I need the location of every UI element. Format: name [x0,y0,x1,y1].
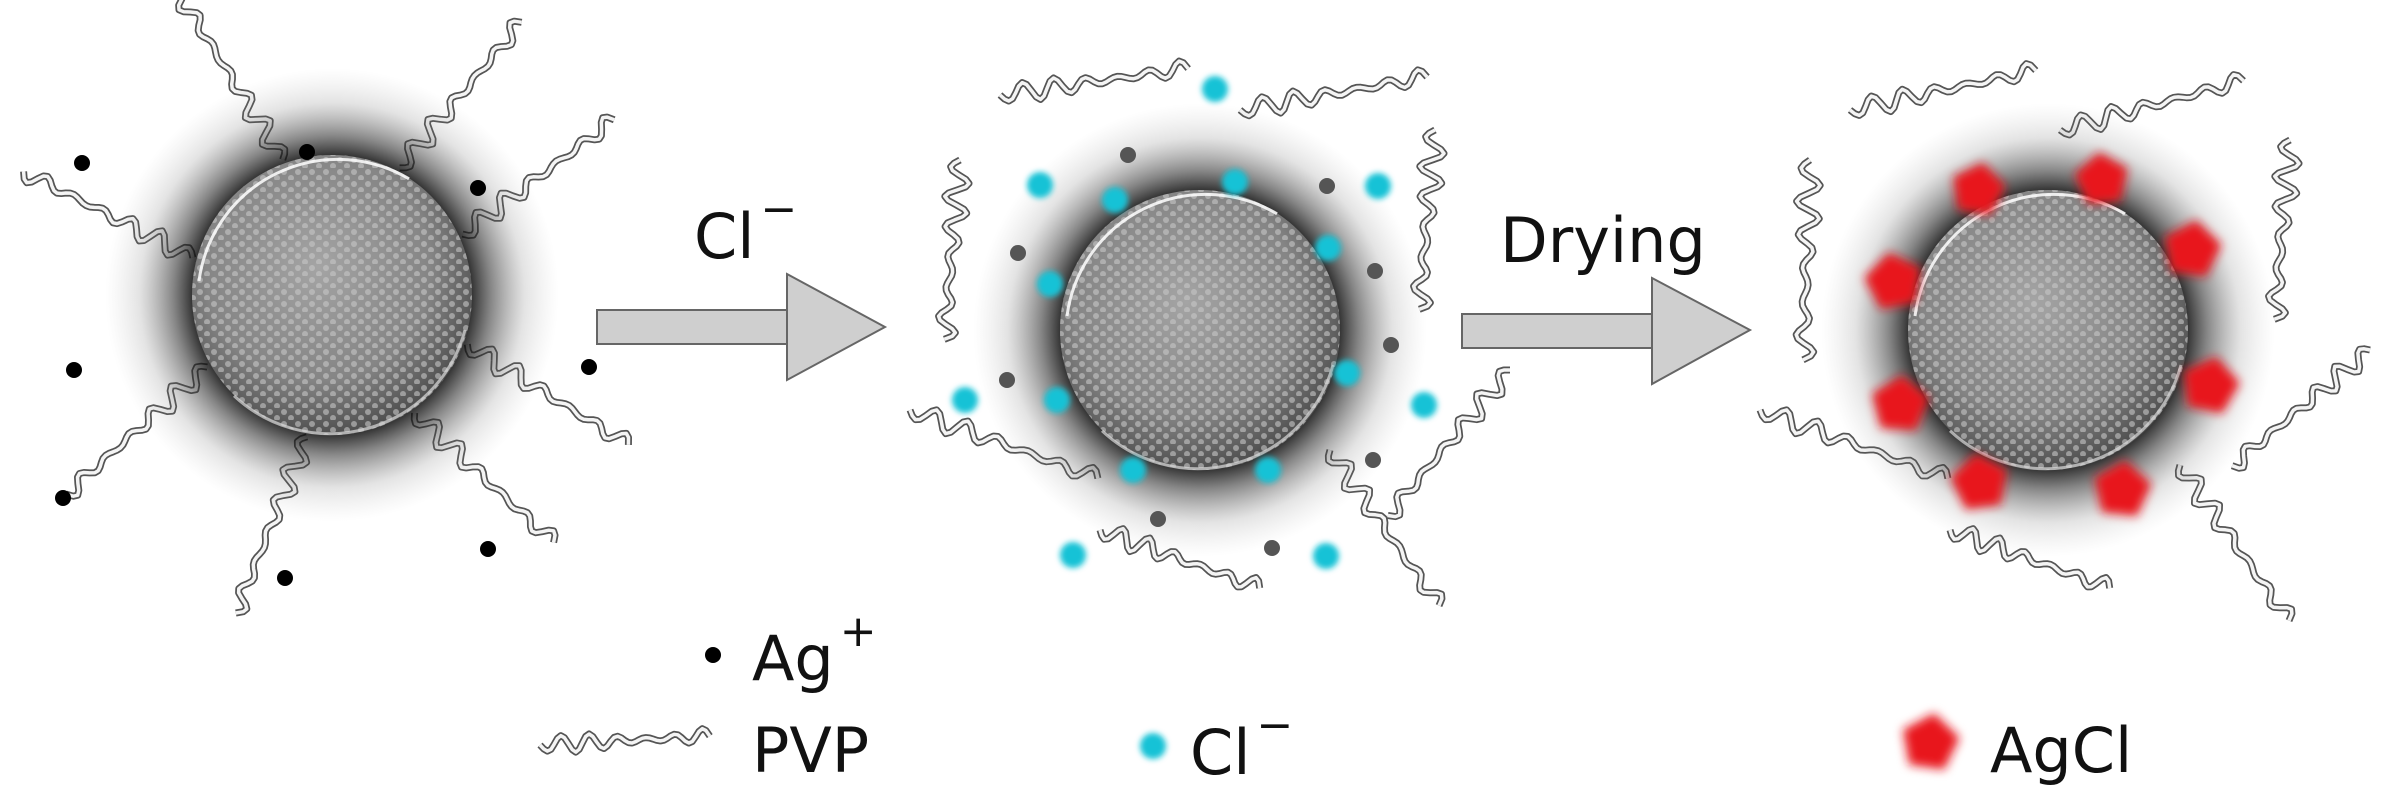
chloride-ion [1037,271,1063,297]
arrow-1-label-sup: − [760,184,798,235]
arrow-2-head [1651,276,1753,386]
particle-rim-highlight [1065,192,1278,317]
chloride-ion [1313,543,1339,569]
silver-ion [1365,452,1381,468]
silver-ion [480,541,496,557]
chloride-ion [1411,392,1437,418]
legend-cl-sup: − [1256,700,1294,751]
agcl-crystal [2094,460,2152,516]
legend-pvp-text: PVP [752,714,870,787]
legend [537,647,1960,770]
silver-ion [1319,178,1335,194]
agcl-crystal [2074,152,2128,205]
agcl-crystal [1950,453,2007,510]
agcl-crystal [2184,356,2240,414]
agcl-crystal [1864,252,1921,309]
pvp-chain-highlight [2266,138,2301,321]
agcl-crystal [1872,375,1930,431]
silver-ion [74,155,90,171]
particle-lattice [1908,190,2188,470]
particle-lattice [192,155,472,435]
particle-rim-highlight [1100,364,1335,471]
silver-ion [55,490,71,506]
silver-ion [999,372,1015,388]
silver-ion [581,359,597,375]
pvp-chain-highlight [1794,158,1822,362]
arrow-2-label-text: Drying [1500,204,1706,277]
particle-lattice [1060,190,1340,470]
legend-ag-text: Ag [752,622,834,695]
chloride-ion [1120,457,1146,483]
panel-initial-particle [20,0,632,617]
arrow-1-head [786,272,888,382]
chloride-ion [1102,187,1128,213]
chloride-ion [1365,173,1391,199]
silver-ion [1367,263,1383,279]
chloride-ion [1027,172,1053,198]
silver-ion [1120,147,1136,163]
legend-pvp-label: PVP [752,720,869,782]
pvp-chain-highlight [998,59,1190,103]
particle-rim-highlight [232,329,467,436]
pvp-chain-highlight [1848,61,2038,118]
arrow-2-label: Drying [1500,210,1706,272]
silver-ion [1383,337,1399,353]
arrow-2-shaft [1461,313,1655,349]
silver-ion [470,180,486,196]
pvp-chain-highlight [1387,368,1510,519]
legend-cl-label: Cl− [1190,704,1293,784]
silver-ion [1264,540,1280,556]
chloride-ion [1140,733,1166,759]
pvp-chain-highlight [2231,347,2371,470]
chloride-ion [1044,387,1070,413]
chloride-ion [1202,76,1228,102]
reaction-arrow-2 [1461,276,1753,386]
pvp-chain-highlight [936,158,971,341]
chloride-ion [952,387,978,413]
arrow-1-label-text: Cl [694,200,755,273]
pvp-chain-highlight [1411,128,1446,311]
chloride-ion [1334,360,1360,386]
chloride-ion [1315,235,1341,261]
silver-ion [66,362,82,378]
arrow-1-label: Cl− [694,188,797,268]
silver-ion [1010,245,1026,261]
pvp-chain-highlight [538,726,712,754]
reaction-arrow-1 [596,272,888,382]
agcl-crystal [1953,162,2006,216]
pvp-chain-highlight [1238,68,1429,118]
legend-ag-sup: + [839,606,877,657]
arrow-1-shaft [596,309,790,345]
legend-ag-label: Ag+ [752,610,877,690]
particle-rim-highlight [1948,364,2183,471]
chloride-ion [1255,457,1281,483]
legend-agcl-text: AgCl [1990,714,2133,787]
particle-rim-highlight [197,157,410,282]
chloride-ion [1222,169,1248,195]
legend-cl-text: Cl [1190,716,1251,789]
legend-agcl-label: AgCl [1990,720,2132,782]
panel-after-drying [1756,60,2371,622]
agcl-crystal [1903,713,1960,770]
legend-ag-marker [705,647,721,663]
panel-chloride-added [906,57,1510,607]
silver-ion [277,570,293,586]
agcl-crystal [2165,220,2222,277]
chloride-ion [1060,542,1086,568]
silver-ion [299,144,315,160]
silver-ion [1150,511,1166,527]
